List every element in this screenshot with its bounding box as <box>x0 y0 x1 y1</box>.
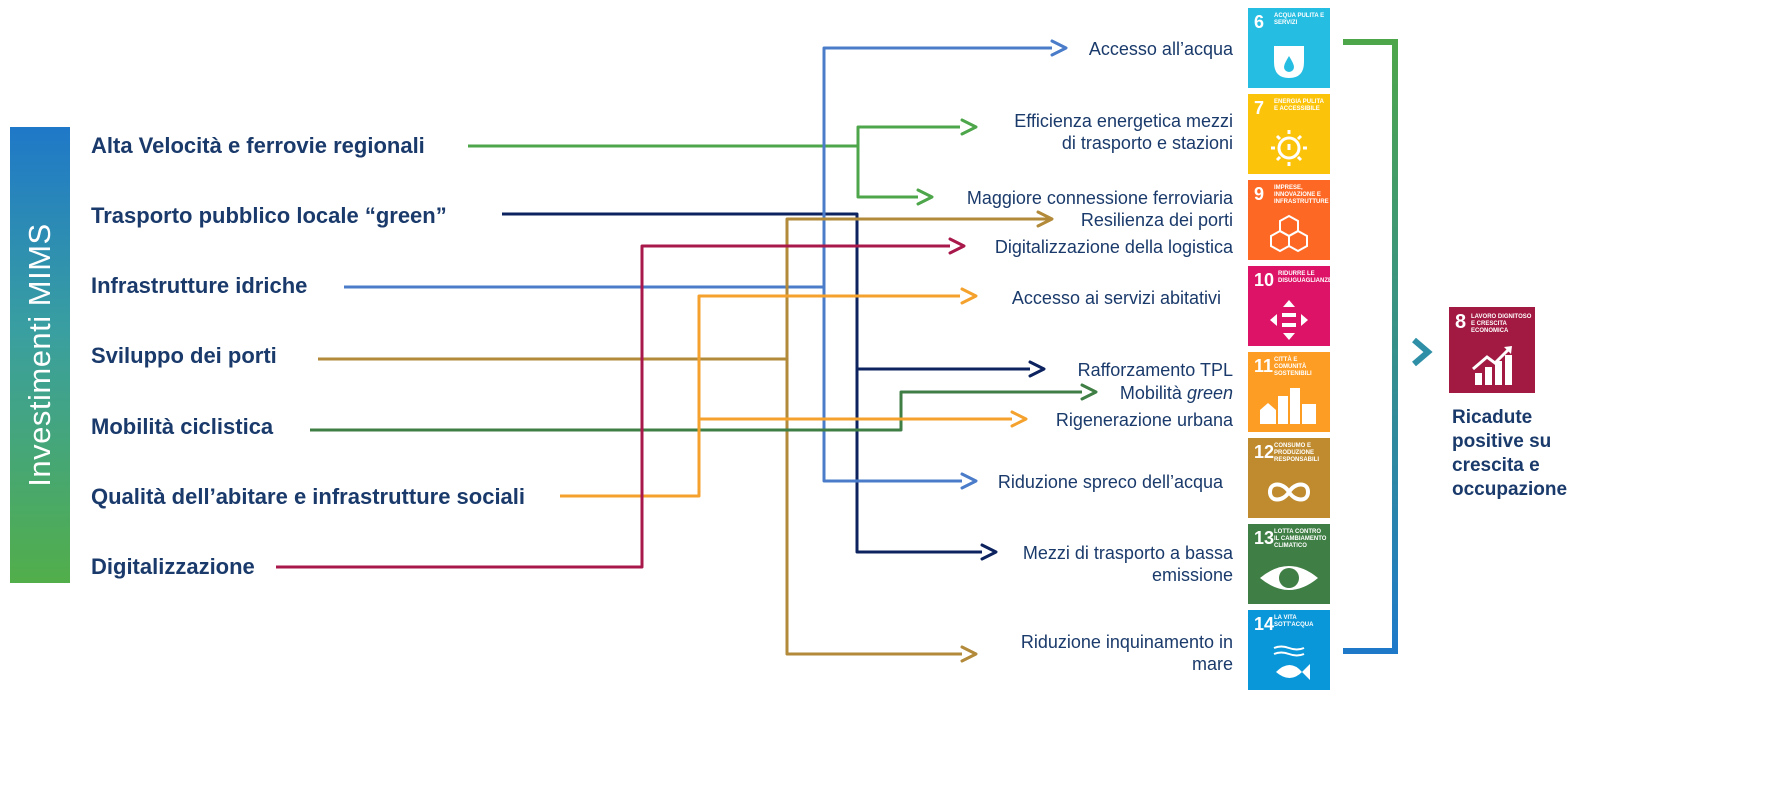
sdg-10-number: 10 <box>1254 270 1275 290</box>
investment-qualita-abitare: Qualità dell’abitare e infrastrutture so… <box>91 484 526 509</box>
outcome-mobilita-italic: green <box>1186 383 1233 403</box>
result-line-3: crescita e <box>1452 455 1540 476</box>
sdg-14-title: LA VITA SOTT'ACQUA <box>1274 615 1314 628</box>
investment-infrastrutture-idriche: Infrastrutture idriche <box>91 273 308 298</box>
line-ports <box>318 217 1052 656</box>
outcome-rigenerazione: Rigenerazione urbana <box>1055 410 1233 430</box>
infinity-icon <box>1267 482 1311 502</box>
sdg-8-title: LAVORO DIGNITOSO E CRESCITA ECONOMICA <box>1471 314 1532 334</box>
investment-sviluppo-porti: Sviluppo dei porti <box>91 343 277 368</box>
sdg-11-title: CITTÀ E COMUNITÀ SOSTENIBILI <box>1274 357 1312 377</box>
outcome-mobilita-green: Mobilità green <box>1120 382 1233 404</box>
arrowhead <box>1028 360 1046 378</box>
bracket-arrowhead <box>1412 337 1433 367</box>
sdg-10-tile: 10 RIDURRE LE DISUGUAGLIANZE <box>1248 266 1330 346</box>
sdg-14-tile: 14 LA VITA SOTT'ACQUA <box>1248 610 1330 690</box>
line-water <box>344 46 1052 483</box>
arrowhead <box>1036 210 1054 228</box>
result-label: Ricadute positive su crescita e occupazi… <box>1452 406 1572 502</box>
sdg-14-number: 14 <box>1254 614 1275 634</box>
arrowhead <box>1050 39 1068 57</box>
sun-icon <box>1271 130 1307 166</box>
sdg-9-tile: 9 IMPRESE, INNOVAZIONE E INFRASTRUTTURE <box>1248 180 1330 260</box>
sdg-8-tile: 8 LAVORO DIGNITOSO E CRESCITA ECONOMICA <box>1449 307 1535 393</box>
arrowhead <box>960 472 978 490</box>
investment-alta-velocita: Alta Velocità e ferrovie regionali <box>91 133 425 158</box>
investment-tpl-green: Trasporto pubblico locale “green” <box>91 203 447 228</box>
eye-globe-icon <box>1260 566 1318 590</box>
cubes-icon <box>1270 214 1308 253</box>
outcome-emissione-line2: emissione <box>1151 565 1233 585</box>
outcome-efficienza-line2: di trasporto e stazioni <box>1061 133 1233 153</box>
line-housing <box>560 294 1012 498</box>
sdg-6-number: 6 <box>1254 12 1265 32</box>
fish-icon <box>1273 645 1310 680</box>
sdg-bracket <box>1343 39 1398 654</box>
sdg-12-tile: 12 CONSUMO E PRODUZIONE RESPONSABILI <box>1248 438 1330 518</box>
sdg-7-tile: 7 ENERGIA PULITA E ACCESSIBILE <box>1248 94 1330 174</box>
sdg-13-tile: 13 LOTTA CONTRO IL CAMBIAMENTO CLIMATICO <box>1248 524 1330 604</box>
result-line-1: Ricadute <box>1452 407 1533 428</box>
sdg-7-number: 7 <box>1254 98 1265 118</box>
outcome-bassa-emissione: Mezzi di trasporto a bassa emissione <box>1023 542 1233 586</box>
investment-mobilita-ciclistica: Mobilità ciclistica <box>91 414 274 439</box>
arrowhead <box>916 188 934 206</box>
outcome-mare-line2: mare <box>1191 654 1233 674</box>
arrowhead <box>948 237 966 255</box>
line-digital <box>276 244 950 569</box>
outcome-efficienza-line1: Efficienza energetica mezzi <box>1014 111 1233 131</box>
arrowhead <box>960 287 978 305</box>
outcome-efficienza: Efficienza energetica mezzi di trasporto… <box>1014 110 1233 154</box>
sdg-9-title: IMPRESE, INNOVAZIONE E INFRASTRUTTURE <box>1274 185 1329 205</box>
outcome-connessione: Maggiore connessione ferroviaria <box>966 188 1233 208</box>
sdg-12-number: 12 <box>1254 442 1275 462</box>
outcome-inquinamento-mare: Riduzione inquinamento in mare <box>1021 631 1233 675</box>
sdg-7-title: ENERGIA PULITA E ACCESSIBILE <box>1274 99 1324 112</box>
outcome-resilienza-porti: Resilienza dei porti <box>1080 210 1233 230</box>
vertical-label-box: Investimenti MIMS <box>10 127 70 583</box>
arrowhead <box>980 543 998 561</box>
outcome-accesso-acqua: Accesso all’acqua <box>1088 39 1233 59</box>
sdg-6-title: ACQUA PULITA E SERVIZI <box>1274 13 1325 26</box>
arrowhead <box>960 118 978 136</box>
sdg-13-number: 13 <box>1254 528 1275 548</box>
line-rail <box>468 125 960 199</box>
sdg-11-tile: 11 CITTÀ E COMUNITÀ SOSTENIBILI <box>1248 352 1330 432</box>
result-line-2: positive su <box>1452 431 1552 452</box>
arrowhead <box>1080 383 1098 401</box>
result-line-4: occupazione <box>1452 479 1568 500</box>
sdg-13-title: LOTTA CONTRO IL CAMBIAMENTO CLIMATICO <box>1274 529 1327 549</box>
water-drop-icon <box>1274 46 1304 78</box>
sdg-11-number: 11 <box>1254 356 1274 376</box>
sdg-12-title: CONSUMO E PRODUZIONE RESPONSABILI <box>1274 443 1320 463</box>
outcome-spreco-acqua: Riduzione spreco dell’acqua <box>997 472 1223 492</box>
outcome-servizi-abitativi: Accesso ai servizi abitativi <box>1011 288 1221 308</box>
arrowhead <box>960 645 978 663</box>
equality-icon <box>1270 300 1308 340</box>
outcome-mare-line1: Riduzione inquinamento in <box>1020 632 1233 652</box>
city-icon <box>1260 388 1316 424</box>
line-cycling <box>310 390 1082 432</box>
line-tpl <box>502 212 1030 554</box>
outcome-rafforzamento-tpl: Rafforzamento TPL <box>1077 360 1233 380</box>
investment-digitalizzazione: Digitalizzazione <box>91 554 255 579</box>
sdg-6-tile: 6 ACQUA PULITA E SERVIZI <box>1248 8 1330 88</box>
outcome-logistica: Digitalizzazione della logistica <box>994 237 1233 257</box>
arrowhead <box>1010 410 1028 428</box>
sdg-9-number: 9 <box>1254 184 1265 204</box>
sdg-8-number: 8 <box>1455 311 1467 333</box>
growth-chart-icon <box>1472 346 1512 385</box>
outcome-emissione-line1: Mezzi di trasporto a bassa <box>1022 543 1233 563</box>
sdg-10-title: RIDURRE LE DISUGUAGLIANZE <box>1278 271 1330 284</box>
outcome-mobilita-prefix: Mobilità <box>1119 383 1187 403</box>
